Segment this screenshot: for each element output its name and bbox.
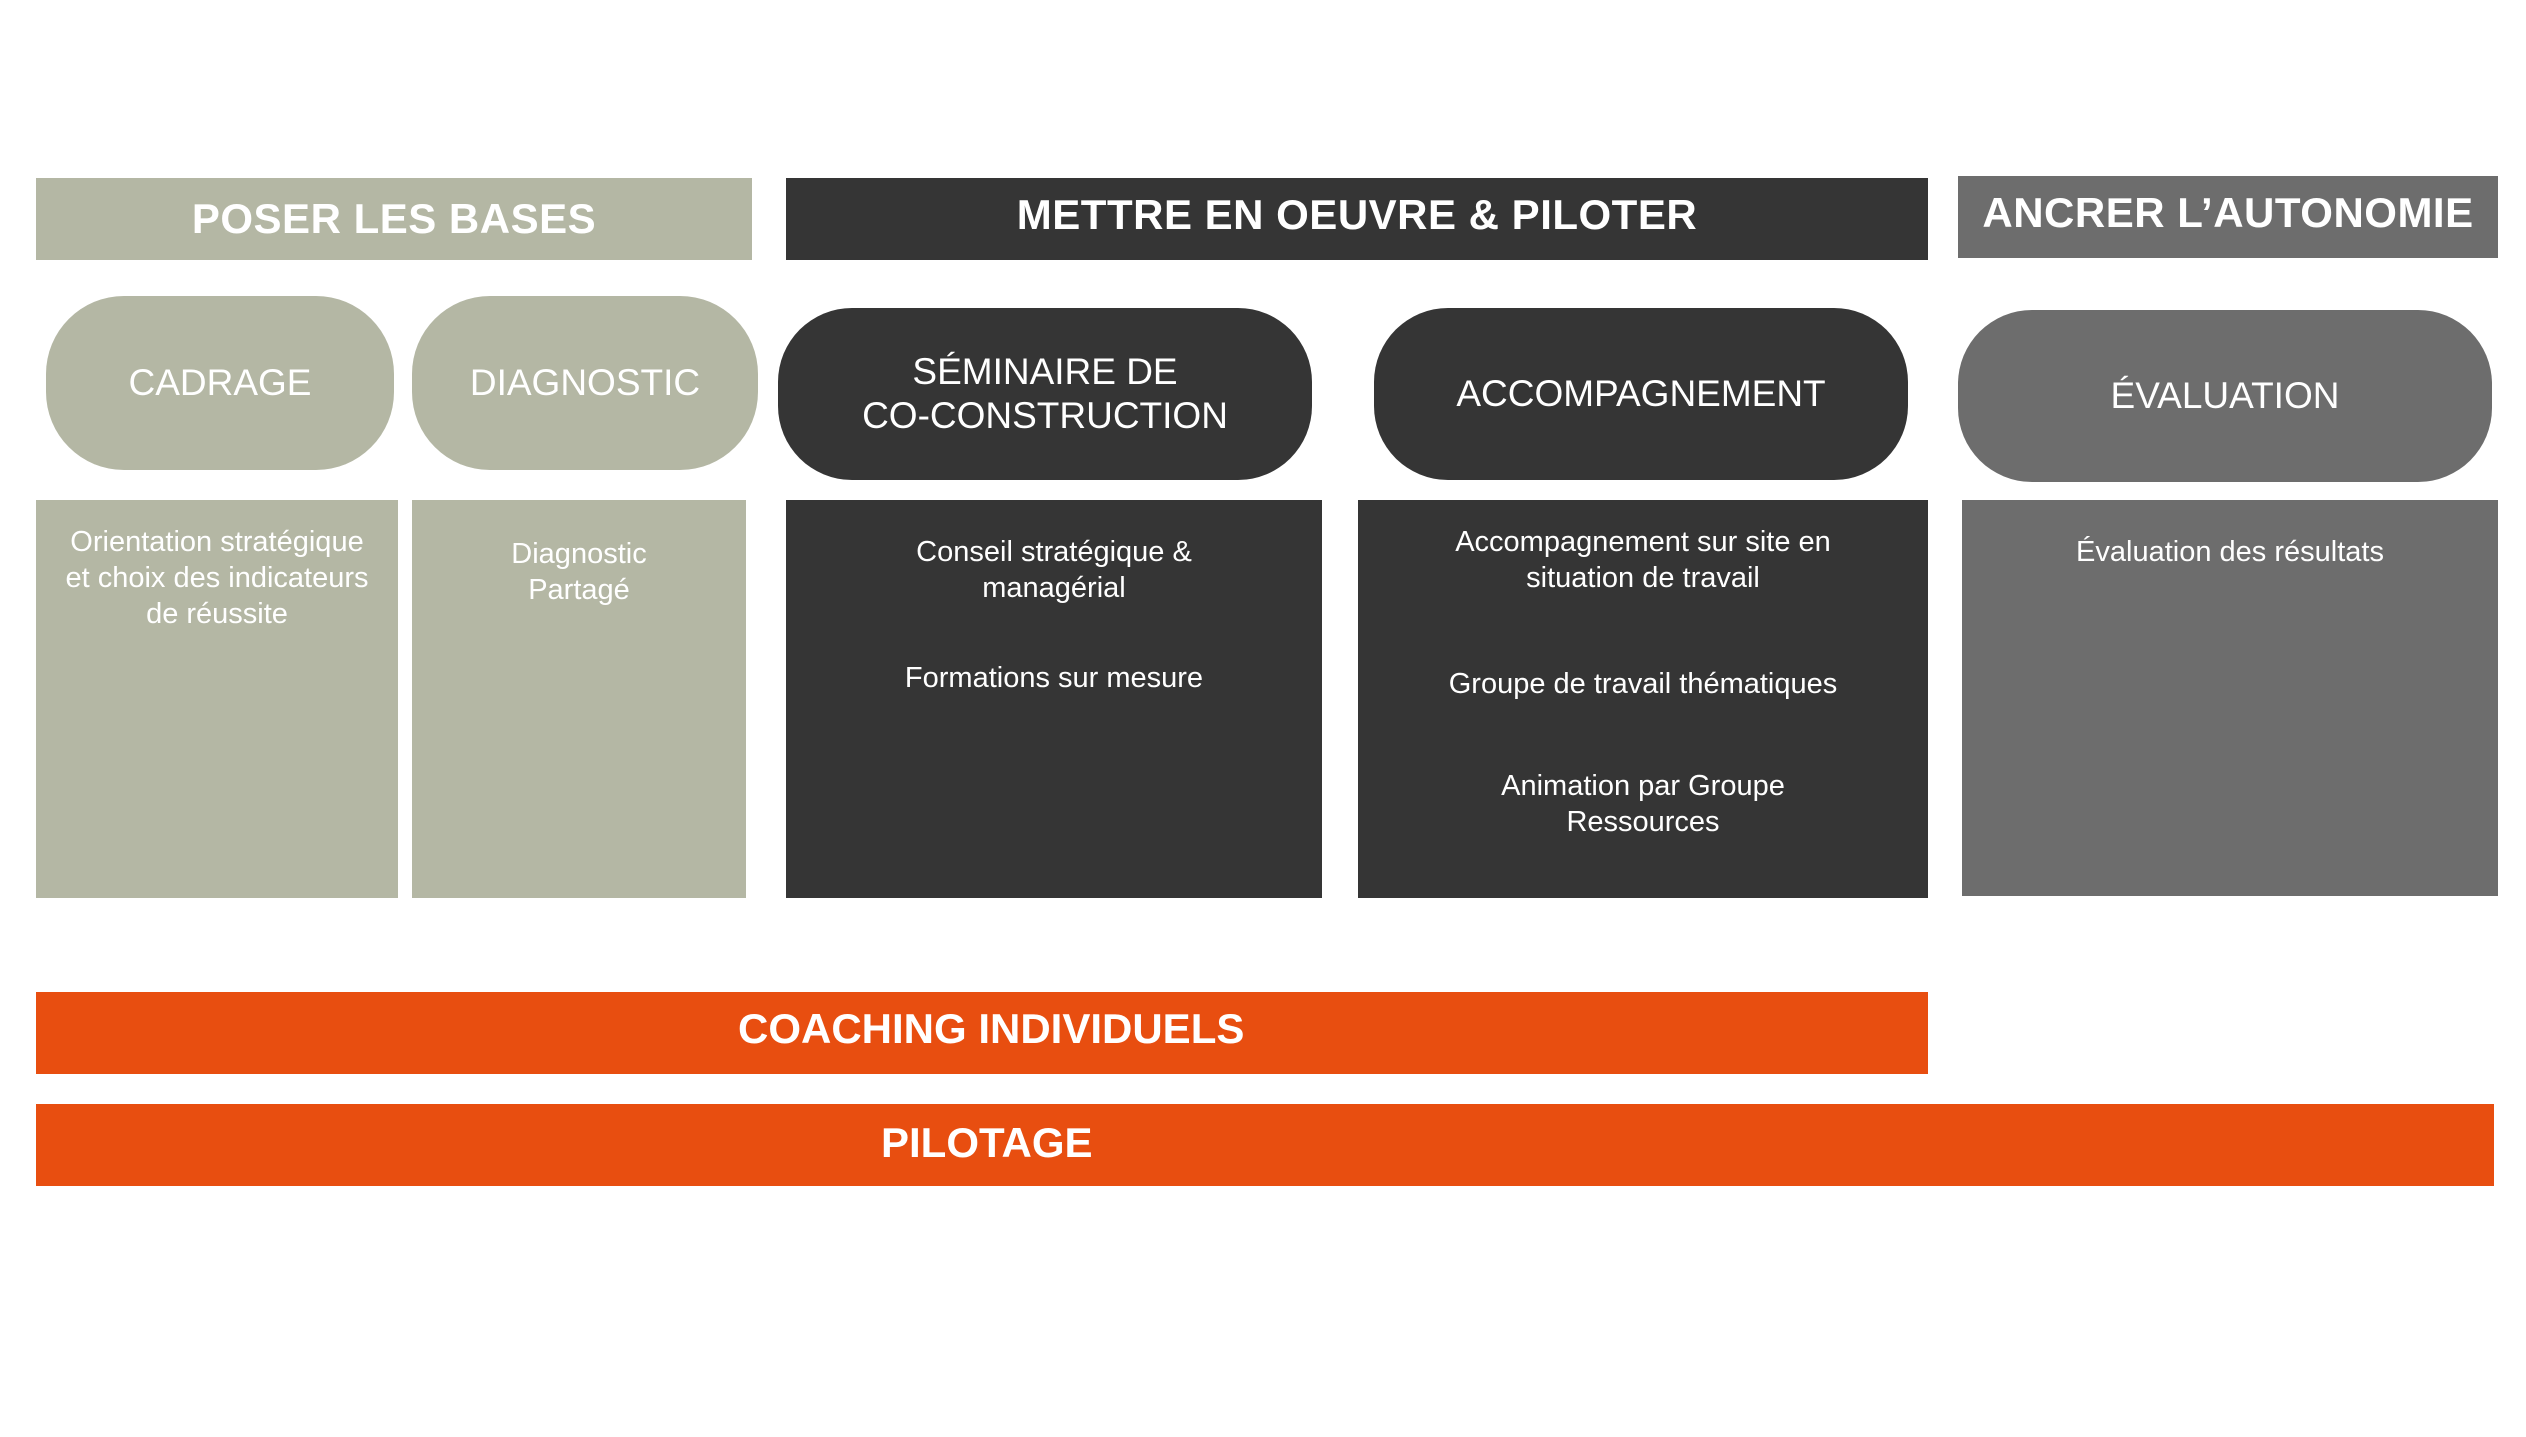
- phase-header-mettre-en-oeuvre: METTRE EN OEUVRE & PILOTER: [786, 178, 1928, 260]
- detail-item: Conseil stratégique & managérial: [916, 536, 1192, 604]
- step-accompagnement: ACCOMPAGNEMENT: [1374, 308, 1908, 480]
- detail-item: Diagnostic Partagé: [511, 538, 647, 606]
- detail-box-diagnostic: Diagnostic Partagé: [412, 500, 746, 898]
- phase-header-poser-les-bases: POSER LES BASES: [36, 178, 752, 260]
- detail-item: Formations sur mesure: [904, 662, 1204, 694]
- step-label: DIAGNOSTIC: [469, 362, 701, 403]
- detail-item: Accompagnement sur site en situation de …: [1455, 526, 1831, 594]
- detail-item: Groupe de travail thématiques: [1448, 668, 1838, 700]
- step-label: CADRAGE: [128, 362, 312, 403]
- phase-header-label: METTRE EN OEUVRE & PILOTER: [1016, 191, 1698, 238]
- phase-header-ancrer-autonomie: ANCRER L’AUTONOMIE: [1958, 176, 2498, 258]
- step-label: SÉMINAIRE DE CO-CONSTRUCTION: [862, 351, 1228, 436]
- detail-box-evaluation: Évaluation des résultats: [1962, 500, 2498, 896]
- bar-coaching-individuels: COACHING INDIVIDUELS: [36, 992, 1928, 1074]
- step-cadrage: CADRAGE: [46, 296, 394, 470]
- step-seminaire-co-construction: SÉMINAIRE DE CO-CONSTRUCTION: [778, 308, 1312, 480]
- detail-item: Animation par Groupe Ressources: [1501, 770, 1785, 838]
- bar-label: PILOTAGE: [881, 1119, 1093, 1166]
- detail-box-accompagnement: Accompagnement sur site en situation de …: [1358, 500, 1928, 898]
- detail-box-seminaire: Conseil stratégique & managérial Formati…: [786, 500, 1322, 898]
- step-label: ÉVALUATION: [2110, 375, 2340, 416]
- detail-item: Évaluation des résultats: [2076, 536, 2384, 568]
- step-diagnostic: DIAGNOSTIC: [412, 296, 758, 470]
- phase-header-label: POSER LES BASES: [191, 195, 597, 242]
- detail-box-cadrage: Orientation stratégique et choix des ind…: [36, 500, 398, 898]
- bar-pilotage: PILOTAGE: [36, 1104, 2494, 1186]
- bar-label: COACHING INDIVIDUELS: [738, 1005, 1245, 1052]
- step-evaluation: ÉVALUATION: [1958, 310, 2492, 482]
- detail-item: Orientation stratégique et choix des ind…: [65, 526, 369, 630]
- phase-header-label: ANCRER L’AUTONOMIE: [1982, 189, 2474, 236]
- step-label: ACCOMPAGNEMENT: [1456, 373, 1826, 414]
